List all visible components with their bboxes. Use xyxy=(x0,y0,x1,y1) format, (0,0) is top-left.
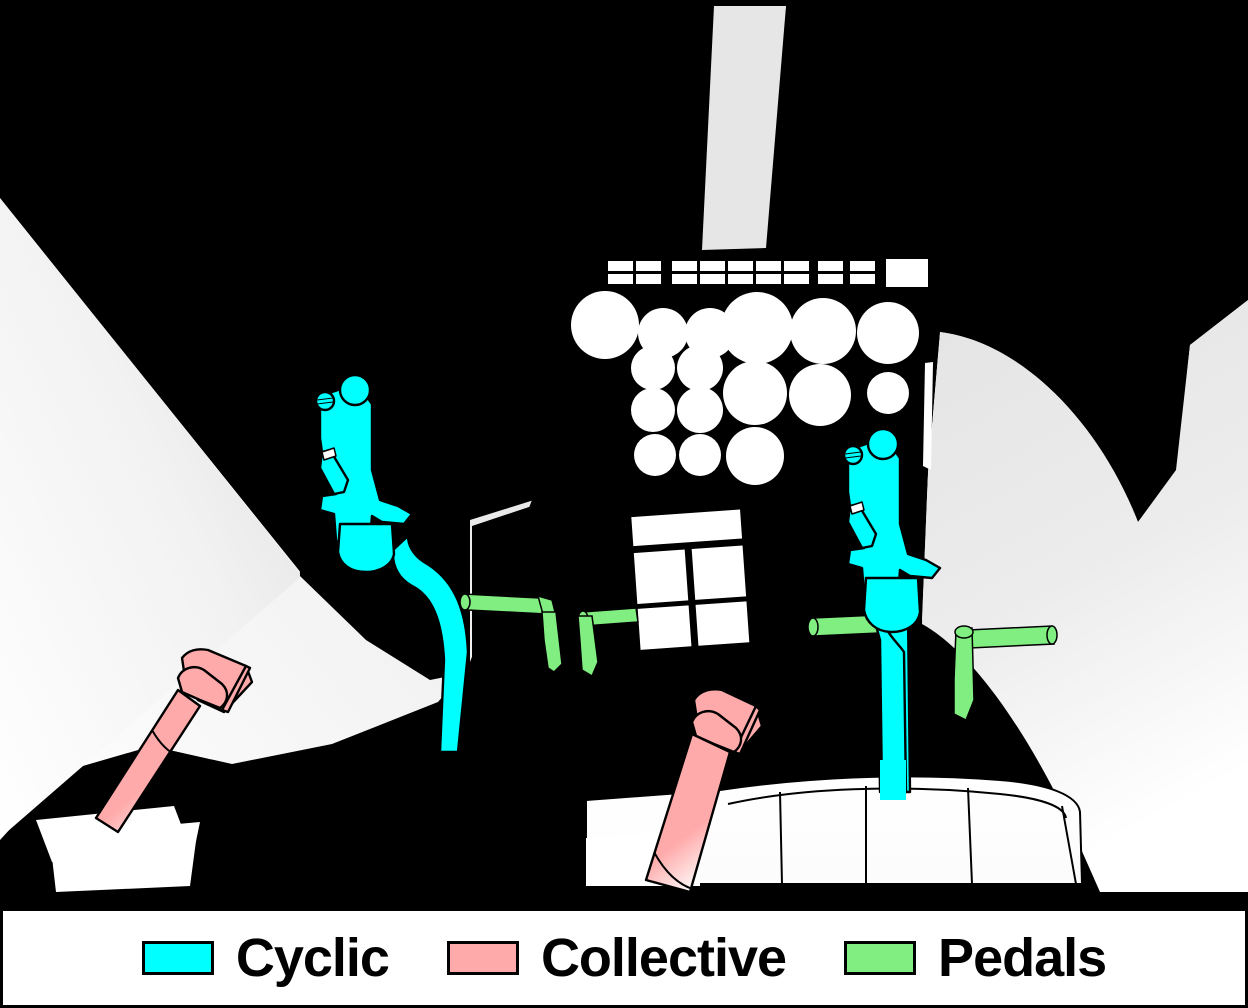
legend-label-cyclic: Cyclic xyxy=(235,928,390,988)
gauge[interactable] xyxy=(677,345,723,391)
panel-placard xyxy=(923,362,933,470)
cockpit-silhouette-right xyxy=(920,300,1248,908)
pedal-pair-right-b[interactable] xyxy=(953,625,1058,722)
pedal-pair-left-a[interactable] xyxy=(459,593,563,673)
collective-lever-left[interactable] xyxy=(94,648,254,834)
gauge[interactable] xyxy=(867,372,909,414)
cyclic-swatch xyxy=(141,941,214,975)
instrument-panel-switch-strip xyxy=(608,259,928,287)
console-panel[interactable] xyxy=(690,544,748,601)
gauge[interactable] xyxy=(789,364,851,426)
gauge[interactable] xyxy=(634,434,676,476)
seat-divider xyxy=(967,787,973,885)
cyclic-stick-left[interactable] xyxy=(314,373,470,754)
cyclic-hat-switch[interactable] xyxy=(842,444,864,466)
collective-shaft-right xyxy=(644,732,732,894)
gauge[interactable] xyxy=(677,387,723,433)
seat-divider xyxy=(779,791,783,885)
windshield-center-post-upper xyxy=(714,6,786,160)
gauge[interactable] xyxy=(721,292,793,364)
switch-group-3[interactable] xyxy=(818,261,843,284)
legend: Cyclic Collective Pedals xyxy=(0,908,1248,1008)
window-left-lower-pane xyxy=(0,198,302,838)
cyclic-shaft-stub xyxy=(880,760,906,800)
cyclic-hat-switch[interactable] xyxy=(314,390,336,412)
console-panel[interactable] xyxy=(636,604,693,651)
cyclic-trim-button[interactable] xyxy=(866,427,900,461)
legend-item-cyclic: Cyclic xyxy=(141,928,390,988)
console-panel[interactable] xyxy=(630,508,744,548)
cockpit-body-mass xyxy=(0,0,1248,908)
cyclic-stick-right[interactable] xyxy=(842,427,942,794)
collective-collar-left[interactable] xyxy=(176,666,229,710)
cockpit-svg xyxy=(0,0,1248,908)
seat-divider xyxy=(1061,805,1077,885)
legend-label-collective: Collective xyxy=(540,928,787,988)
gauge[interactable] xyxy=(571,291,639,359)
gauge[interactable] xyxy=(857,302,919,364)
legend-item-pedals: Pedals xyxy=(844,928,1107,988)
pedals-swatch xyxy=(844,941,917,975)
instrument-gauges xyxy=(571,291,933,485)
window-right-pane xyxy=(922,300,1248,892)
console-panel[interactable] xyxy=(694,600,751,647)
window-left-divider xyxy=(0,198,520,574)
cockpit-illustration xyxy=(0,0,1248,908)
collective-collar-right[interactable] xyxy=(690,710,743,754)
console-panel[interactable] xyxy=(632,548,690,606)
floor-highlight-left xyxy=(36,806,200,892)
pedals-group xyxy=(459,593,1058,722)
collective-swatch xyxy=(446,941,519,975)
center-console xyxy=(630,508,751,651)
cyclic-trim-button[interactable] xyxy=(338,373,372,407)
gauge[interactable] xyxy=(726,427,784,485)
gauge[interactable] xyxy=(631,388,675,432)
legend-label-pedals: Pedals xyxy=(938,928,1107,988)
pedal-pair-left-b[interactable] xyxy=(577,607,639,678)
gauge[interactable] xyxy=(723,361,787,425)
gauge[interactable] xyxy=(679,434,721,476)
seat-seam xyxy=(727,787,1067,819)
gauge[interactable] xyxy=(631,346,675,390)
switch-group-4[interactable] xyxy=(850,261,875,284)
collective-shaft-left xyxy=(94,688,202,834)
switch-group-2[interactable] xyxy=(672,261,809,284)
gauge[interactable] xyxy=(638,308,688,358)
switch-group-1[interactable] xyxy=(608,261,661,284)
breaker-box[interactable] xyxy=(886,259,928,287)
legend-item-collective: Collective xyxy=(446,928,787,988)
gauge[interactable] xyxy=(790,298,856,364)
collective-lever-right[interactable] xyxy=(644,688,764,894)
